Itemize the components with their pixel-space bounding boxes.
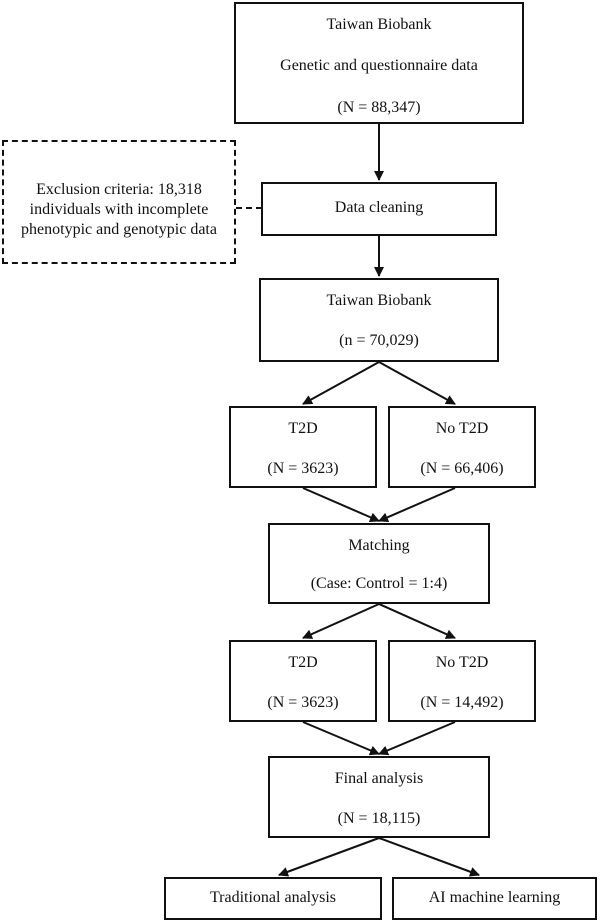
no-t2d-count-2: (N = 14,492): [420, 694, 504, 711]
exclusion-box: Exclusion criteria: 18,318 individuals w…: [2, 140, 236, 264]
arrow-matching-to-no-t2d: [378, 603, 456, 639]
cohort-box: Taiwan Biobank (n = 70,029): [259, 278, 499, 362]
matching-label: Matching: [348, 537, 410, 554]
source-count: (N = 88,347): [337, 99, 421, 116]
traditional-label: Traditional analysis: [209, 889, 337, 906]
no-t2d-label-2: No T2D: [435, 654, 489, 671]
no-t2d-box-2: No T2D (N = 14,492): [388, 640, 536, 722]
arrow-t2d-to-final: [302, 721, 380, 756]
exclusion-text: Exclusion criteria: 18,318 individuals w…: [12, 180, 226, 240]
final-box: Final analysis (N = 18,115): [268, 756, 490, 838]
t2d-count-2: (N = 3623): [267, 694, 339, 711]
arrow-matching-to-t2d: [302, 603, 380, 639]
traditional-analysis-box: Traditional analysis: [164, 877, 382, 920]
arrow-no-t2d-to-matching: [378, 487, 456, 523]
no-t2d-label-1: No T2D: [435, 420, 489, 437]
exclusion-line-3: phenotypic and genotypic data: [21, 221, 217, 238]
final-label: Final analysis: [334, 770, 424, 787]
matching-box: Matching (Case: Control = 1:4): [268, 523, 490, 604]
no-t2d-box-1: No T2D (N = 66,406): [388, 406, 536, 488]
cohort-count: (n = 70,029): [339, 332, 419, 349]
source-subtitle: Genetic and questionnaire data: [280, 57, 478, 74]
arrow-cohort-to-no-t2d: [378, 361, 456, 405]
ai-label: AI machine learning: [428, 889, 561, 906]
final-count: (N = 18,115): [337, 810, 421, 827]
exclusion-line-2: individuals with incomplete: [29, 201, 209, 218]
source-box: Taiwan Biobank Genetic and questionnaire…: [234, 2, 524, 124]
t2d-box-1: T2D (N = 3623): [229, 406, 377, 488]
source-title: Taiwan Biobank: [326, 16, 432, 33]
exclusion-line-1: Exclusion criteria: 18,318: [36, 181, 202, 198]
cohort-title: Taiwan Biobank: [326, 292, 432, 309]
arrow-t2d-to-matching: [302, 487, 380, 523]
matching-ratio: (Case: Control = 1:4): [310, 575, 448, 592]
arrow-final-to-ai: [378, 837, 480, 877]
arrow-no-t2d-to-final: [378, 721, 456, 756]
arrow-cohort-to-t2d: [302, 361, 380, 405]
t2d-label-1: T2D: [288, 420, 318, 437]
cleaning-label: Data cleaning: [334, 199, 424, 216]
t2d-count-1: (N = 3623): [267, 460, 339, 477]
t2d-box-2: T2D (N = 3623): [229, 640, 377, 722]
cleaning-box: Data cleaning: [261, 182, 497, 236]
ai-machine-learning-box: AI machine learning: [392, 877, 597, 920]
arrow-final-to-traditional: [278, 837, 380, 877]
t2d-label-2: T2D: [288, 654, 318, 671]
no-t2d-count-1: (N = 66,406): [420, 460, 504, 477]
